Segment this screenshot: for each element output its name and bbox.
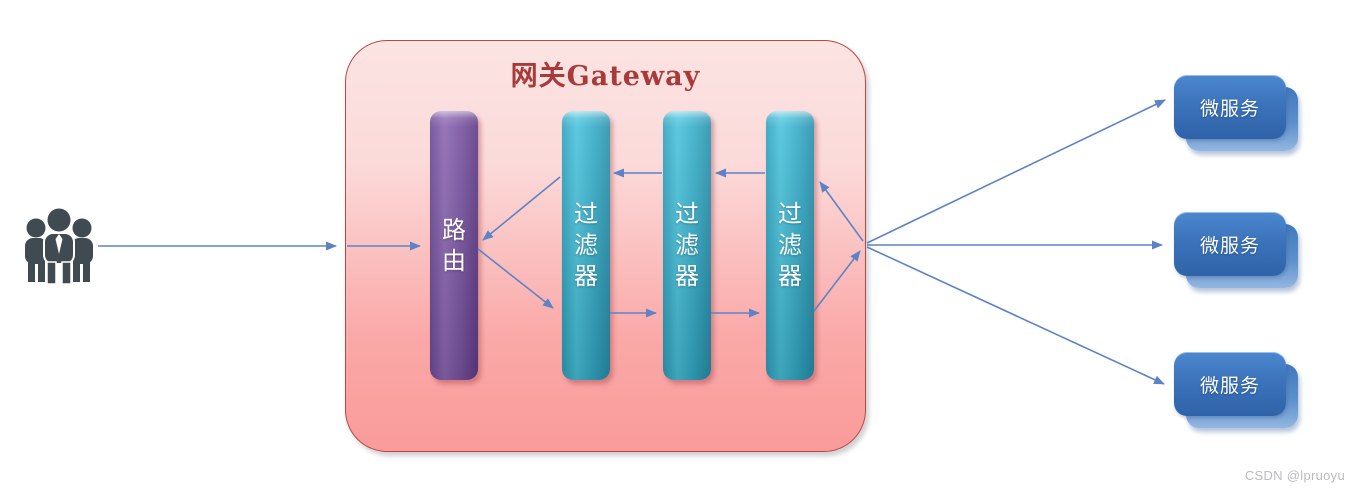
- gateway-panel: 网关Gateway 路由 过滤器 过滤器 过滤器: [345, 40, 866, 452]
- microservice-node-3-label: 微服务: [1174, 352, 1286, 416]
- arrow-hub-to-microservice-1: [866, 99, 1166, 244]
- microservice-node-1-label: 微服务: [1174, 75, 1286, 139]
- arrow-hub-to-microservice-3: [866, 246, 1165, 385]
- filter-bar-1-label: 过滤器: [574, 201, 598, 290]
- filter-bar-2-label: 过滤器: [675, 201, 699, 290]
- filter-bar-3-label: 过滤器: [778, 201, 802, 290]
- filter-bar-2: 过滤器: [663, 111, 711, 380]
- microservice-node-2-label: 微服务: [1174, 212, 1286, 276]
- filter-bar-1: 过滤器: [562, 111, 610, 380]
- route-bar-label: 路由: [442, 216, 466, 275]
- microservice-node-2: 微服务: [1174, 212, 1298, 288]
- watermark: CSDN @lpruoyu: [1244, 468, 1345, 483]
- route-bar: 路由: [430, 111, 478, 380]
- microservice-node-1: 微服务: [1174, 75, 1298, 151]
- users-group-icon: [25, 206, 93, 285]
- microservice-node-3: 微服务: [1174, 352, 1298, 428]
- gateway-title: 网关Gateway: [510, 61, 701, 92]
- filter-bar-3: 过滤器: [766, 111, 814, 380]
